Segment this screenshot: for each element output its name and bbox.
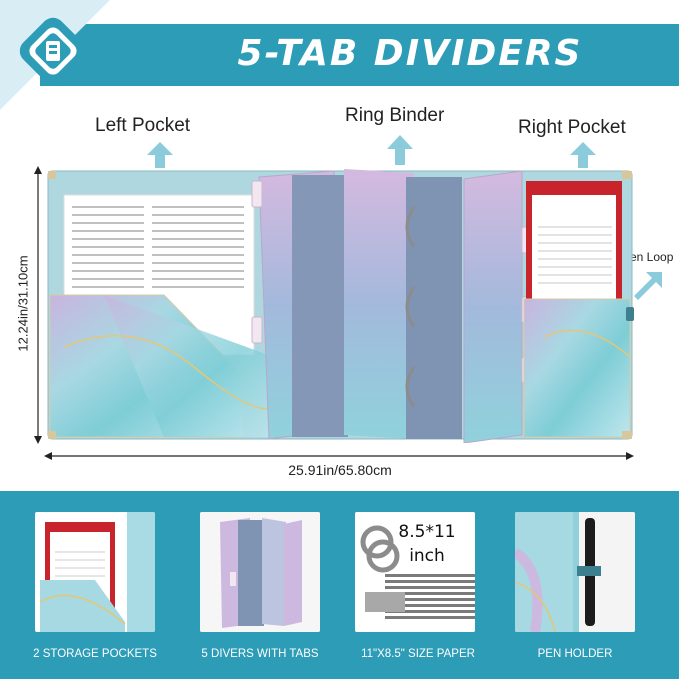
feature-card-pockets — [35, 512, 155, 632]
ring-binder-label: Ring Binder — [345, 105, 445, 126]
right-pocket-label: Right Pocket — [518, 117, 626, 138]
feature-card-pen-holder — [515, 512, 635, 632]
height-dimension-label: 12.24in/31.10cm — [15, 255, 31, 352]
arrow-up-icon — [147, 142, 173, 168]
paper-size-overlay-line2: inch — [409, 546, 445, 566]
height-dimension-line — [34, 166, 42, 444]
binder-product-image — [47, 169, 634, 443]
feature-caption-paper-size: 11"X8.5" SIZE PAPER — [361, 648, 475, 660]
width-dimension-line — [44, 452, 634, 460]
feature-caption-dividers: 5 DIVERS WITH TABS — [201, 648, 319, 660]
paper-size-image — [355, 512, 475, 632]
header-band — [40, 24, 679, 86]
pen-loop-label: Pen Loop — [622, 250, 674, 264]
feature-caption-pen-holder: PEN HOLDER — [537, 648, 613, 660]
left-pocket-label: Left Pocket — [95, 115, 191, 136]
pen-holder-image — [515, 512, 635, 632]
dividers-image — [200, 512, 320, 632]
width-dimension-label: 25.91in/65.80cm — [288, 462, 392, 478]
paper-size-overlay-line1: 8.5*11 — [398, 522, 456, 542]
feature-caption-pockets: 2 STORAGE POCKETS — [33, 648, 157, 660]
arrow-diagonal-icon — [634, 272, 662, 300]
arrow-up-icon — [387, 135, 413, 165]
feature-card-paper-size: 8.5*11 inch — [355, 512, 475, 632]
storage-pockets-image — [39, 512, 155, 632]
arrow-up-icon — [570, 142, 596, 168]
brand-logo-icon — [19, 17, 87, 85]
feature-card-dividers — [200, 512, 320, 632]
page-title: 5-TAB DIVIDERS — [237, 33, 583, 74]
